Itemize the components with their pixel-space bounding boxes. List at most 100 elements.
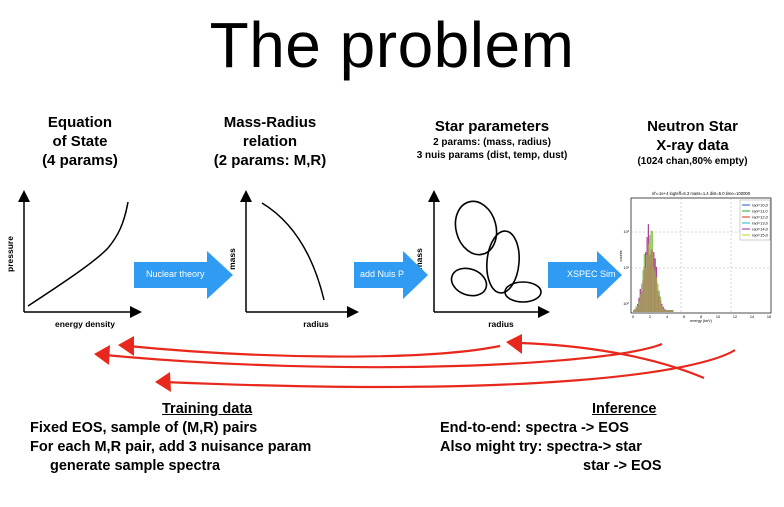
mass-radius-header: Mass-Radius relation (2 params: M,R) <box>200 113 340 170</box>
spectrum-xtick: 2 <box>649 315 651 319</box>
red-arrow-data-to-eos <box>104 342 663 369</box>
spectrum-bar <box>658 290 660 312</box>
spectrum-bar <box>645 267 647 312</box>
eos-header-line-1: Equation <box>47 114 113 131</box>
spectrum-legend-box <box>739 199 771 241</box>
arrow-label-nuclear-theory: Nuclear theory <box>146 269 205 279</box>
sp-x-label: radius <box>488 319 514 329</box>
training-heading: Training data <box>162 401 253 417</box>
sp-ellipse-1 <box>454 200 498 256</box>
arrow-xspec-sim <box>548 251 622 299</box>
spectrum-legend-label: rad=12,0 <box>752 215 769 220</box>
xray-header: Neutron Star X-ray data (1024 chan,80% e… <box>610 117 775 168</box>
arrow-add-nuis <box>354 251 428 299</box>
spectrum-bar <box>637 305 639 312</box>
spectrum-bar <box>643 254 645 312</box>
red-arrow-star-to-mr <box>127 344 501 358</box>
spectrum-ytick: 10² <box>624 230 630 234</box>
arrow-label-xspec-sim: XSPEC Sim <box>567 269 616 279</box>
spectrum-xtick: 6 <box>683 315 685 319</box>
spectrum-xticks: 0 2 4 6 8 10 12 14 16 <box>632 315 771 319</box>
spectrum-ytick: 10⁰ <box>623 302 629 306</box>
inference-line-2: Also might try: spectra-> star <box>440 439 642 455</box>
mass-radius-plot: mass radius <box>227 190 359 329</box>
spectrum-legend-label: rad=10,0 <box>752 203 769 208</box>
spectrum-yticks: 10⁰ 10¹ 10² <box>623 230 629 306</box>
eos-header-line-2: of State <box>52 133 108 150</box>
spectrum-bars <box>633 224 674 312</box>
spectrum-xtick: 12 <box>733 315 737 319</box>
spectrum-bar <box>657 283 659 312</box>
spectrum-xtick: 0 <box>632 315 634 319</box>
spectrum-xtick: 8 <box>700 315 702 319</box>
spectrum-legend-label: rad=13,0 <box>752 221 769 226</box>
eos-header: Equation of State (4 params) <box>20 113 140 170</box>
spectrum-xtick: 14 <box>750 315 754 319</box>
eos-x-label: energy density <box>55 319 115 329</box>
spectrum-bar <box>646 255 648 312</box>
spectrum-bar <box>672 310 674 312</box>
spectrum-bar <box>666 310 668 312</box>
spectrum-bar <box>634 309 636 312</box>
training-line-3: generate sample spectra <box>50 458 221 474</box>
mr-y-label: mass <box>227 248 237 270</box>
spectrum-bar <box>655 276 658 312</box>
red-arrow-to-star <box>164 349 736 389</box>
spectrum-bar <box>662 308 664 312</box>
mass-radius-header-line-3: (2 params: M,R) <box>213 152 327 169</box>
spectrum-bar <box>651 231 653 312</box>
mr-curve <box>261 202 325 301</box>
page-title: The problem <box>209 9 575 81</box>
spectrum-y-label: counts <box>619 250 623 261</box>
spectrum-legend-label: rad=11,0 <box>752 209 768 214</box>
spectrum-bar <box>635 306 637 312</box>
spectrum-xtick: 4 <box>666 315 668 319</box>
xray-header-line-2: X-ray data <box>656 137 729 154</box>
spectrum-ytick: 10¹ <box>624 266 630 270</box>
star-params-header-line-1: Star parameters <box>434 118 550 135</box>
spectrum-bar <box>653 267 655 312</box>
sp-ellipse-4 <box>504 281 542 303</box>
mass-radius-header-line-2: relation <box>242 133 298 150</box>
inference-line-3: star -> EOS <box>583 458 662 474</box>
red-arrow-star-to-mr-head <box>118 336 134 356</box>
feedback-arrows <box>94 334 736 392</box>
spectrum-bar <box>649 235 651 312</box>
spectrum-bar <box>639 293 641 312</box>
spectrum-bar <box>660 296 662 312</box>
eos-header-line-3: (4 params) <box>42 152 118 169</box>
arrow-nuclear-theory <box>134 251 233 299</box>
spectrum-xtick: 10 <box>716 315 720 319</box>
star-params-sub-1: 2 params: (mass, radius) <box>433 137 551 148</box>
spectrum-bar <box>650 230 652 312</box>
spectrum-bar <box>654 271 656 312</box>
star-params-sub-2: 3 nuis params (dist, temp, dust) <box>416 150 568 161</box>
spectrum-xtick: 16 <box>767 315 771 319</box>
spectrum-bar <box>647 243 649 312</box>
spectrum-legend-label: rad=15,0 <box>752 233 769 238</box>
red-arrow-to-star-head <box>155 372 171 392</box>
spectrum-bar <box>661 305 663 312</box>
spectrum-legend: rad=10,0rad=11,0rad=12,0rad=13,0rad=14,0… <box>742 203 769 238</box>
spectrum-x-label: energy (keV) <box>690 319 712 323</box>
mass-radius-header-line-1: Mass-Radius <box>223 114 317 131</box>
spectrum-plot: rad=10,0rad=11,0rad=12,0rad=13,0rad=14,0… <box>619 191 772 323</box>
arrow-label-add-nuis: add Nuis P <box>360 269 405 279</box>
red-arrow-data-to-star <box>519 341 705 380</box>
spectrum-legend-label: rad=14,0 <box>752 227 769 232</box>
star-params-plot: mass radius <box>414 190 550 329</box>
sp-ellipse-2 <box>486 230 520 294</box>
inference-line-1: End-to-end: spectra -> EOS <box>440 420 629 436</box>
spectrum-bar <box>664 309 666 312</box>
spectrum-bar <box>670 310 672 312</box>
spectrum-bar <box>669 310 671 312</box>
spectrum-bar <box>633 310 635 312</box>
eos-y-label: pressure <box>5 236 15 272</box>
spectrum-bar <box>641 283 643 312</box>
spectrum-bar <box>668 310 670 312</box>
star-params-header: Star parameters 2 params: (mass, radius)… <box>392 117 592 162</box>
spectrum-bar <box>638 301 640 312</box>
sp-y-label: mass <box>414 248 424 270</box>
eos-curve <box>27 201 129 307</box>
sp-ellipse-3 <box>450 267 488 297</box>
